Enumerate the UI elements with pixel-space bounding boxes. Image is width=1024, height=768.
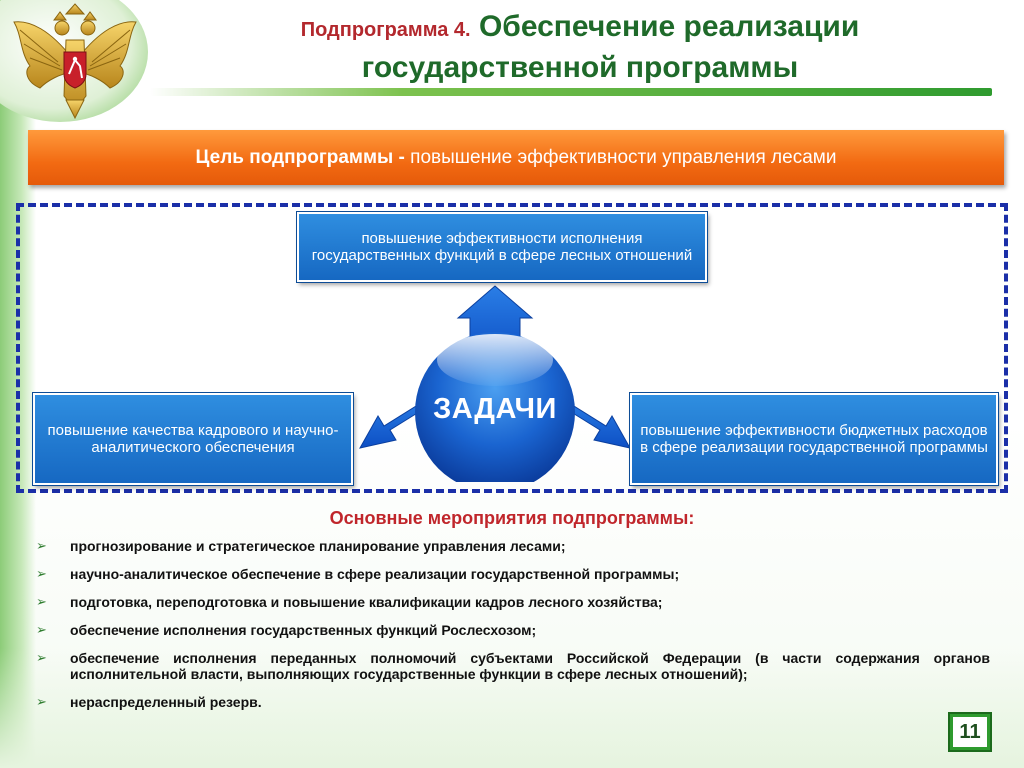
goal-text: повышение эффективности управления лесам…: [404, 147, 837, 168]
page-header: Подпрограмма 4. Обеспечение реализации г…: [150, 8, 1010, 87]
title-text-1: Обеспечение реализации: [478, 10, 860, 43]
list-item: ➢научно-аналитическое обеспечение в сфер…: [36, 566, 680, 582]
measures-heading: Основные мероприятия подпрограммы:: [329, 508, 695, 528]
tasks-center-label: ЗАДАЧИ: [433, 393, 557, 425]
goal-banner: Цель подпрограммы - повышение эффективно…: [28, 130, 1004, 185]
page-title-line2: государственной программы: [361, 51, 799, 84]
goal-label: Цель подпрограммы -: [195, 147, 405, 168]
page-number-badge: 11: [948, 712, 992, 752]
task-box-right: повышение эффективности бюджетных расход…: [629, 392, 999, 486]
arrow-bullet-icon: ➢: [36, 594, 47, 609]
russian-coat-of-arms-icon: [0, 0, 148, 122]
list-item: ➢обеспечение исполнения переданных полно…: [36, 650, 990, 682]
arrow-bullet-icon: ➢: [36, 622, 47, 637]
page-number: 11: [953, 717, 987, 747]
arrow-bullet-icon: ➢: [36, 566, 47, 581]
list-item: ➢обеспечение исполнения государственных …: [36, 622, 537, 638]
measures-list: ➢прогнозирование и стратегическое планир…: [36, 538, 990, 722]
arrow-bullet-icon: ➢: [36, 650, 47, 665]
tasks-frame: [16, 203, 1008, 493]
task-box-top: повышение эффективности исполнения госуд…: [296, 211, 708, 283]
bottom-glow: [0, 648, 1024, 768]
page-title-line1: Подпрограмма 4. Обеспечение реализации: [150, 8, 1010, 49]
subprogram-number: Подпрограмма 4.: [300, 19, 471, 41]
tasks-diagram: [359, 285, 631, 482]
list-item: ➢нераспределенный резерв.: [36, 694, 262, 710]
header-rule: [150, 88, 992, 96]
arrow-bullet-icon: ➢: [36, 538, 47, 553]
list-item: ➢прогнозирование и стратегическое планир…: [36, 538, 566, 554]
task-box-left: повышение качества кадрового и научно-ан…: [32, 392, 354, 486]
list-item: ➢подготовка, переподготовка и повышение …: [36, 594, 663, 610]
arrow-bullet-icon: ➢: [36, 694, 47, 709]
